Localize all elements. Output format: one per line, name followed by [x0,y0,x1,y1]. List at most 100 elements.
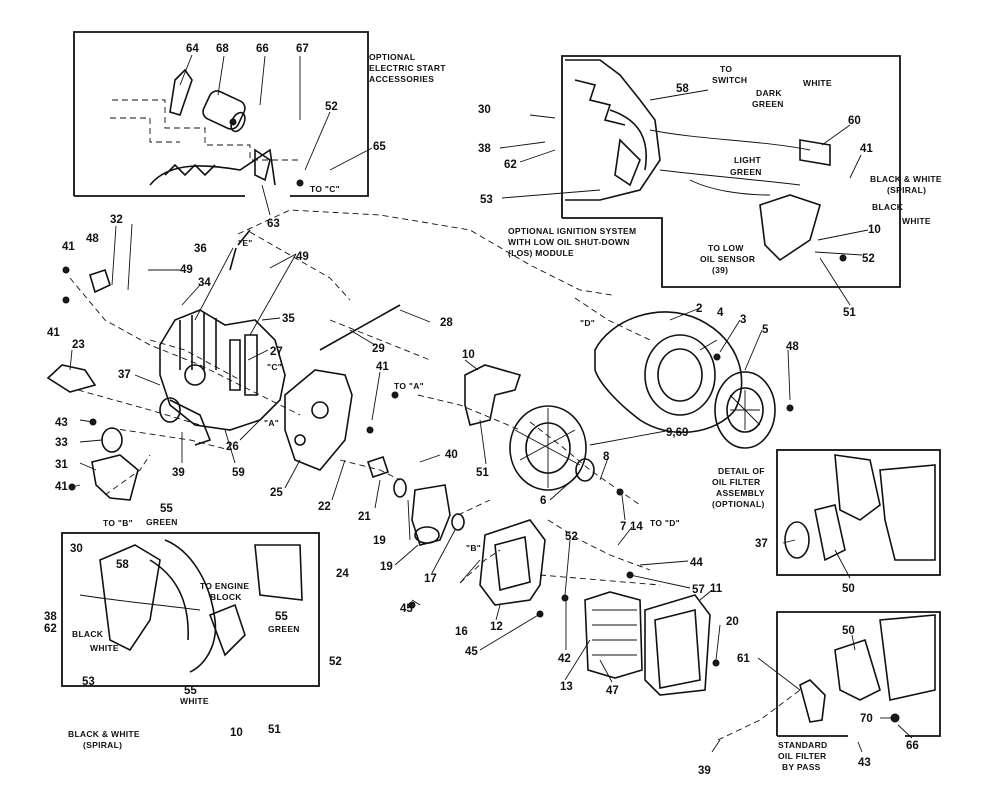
callout-31: 31 [55,459,68,471]
callout-19: 19 [373,535,386,547]
black-white-spiral-label: (SPIRAL) [83,740,122,750]
callout-6: 6 [540,495,546,507]
callout-26: 26 [226,441,239,453]
dark-green-label: GREEN [752,99,784,109]
callout-51: 51 [268,724,281,736]
callout-42: 42 [558,653,571,665]
crankcase-cover [284,369,353,471]
air-cleaner-cover [644,594,711,696]
marker-e-label: "E" [238,238,253,248]
wire-white-label: WHITE [803,78,832,88]
callout-10: 10 [868,224,881,236]
callout-3: 3 [740,314,746,326]
callout-17: 17 [424,573,437,585]
callout-48: 48 [786,341,799,353]
ignition-coil [464,364,522,426]
callout-20: 20 [726,616,739,628]
callout-30: 30 [478,104,491,116]
callout-16: 16 [455,626,468,638]
callout-23: 23 [72,339,85,351]
oil-filter-detail-title: (OPTIONAL) [712,499,765,509]
marker-d-label: "D" [580,318,595,328]
callout-53: 53 [480,194,493,206]
annotations: OPTIONAL ELECTRIC START ACCESSORIES TO "… [68,52,942,772]
air-cleaner-base [479,519,546,606]
black-wire-label: BLACK [72,629,104,639]
callout-52: 52 [862,253,875,265]
to-low-oil-sensor-label: (39) [712,265,728,275]
callout-48: 48 [86,233,99,245]
white-wire-label: WHITE [180,696,209,706]
callout-43: 43 [55,417,68,429]
callout-4: 4 [717,307,724,319]
callout-53: 53 [82,676,95,688]
callout-62: 62 [44,623,57,635]
callout-28: 28 [440,317,453,329]
callout-52: 52 [565,531,578,543]
standard-oil-filter-inset [776,611,941,737]
callout-58: 58 [116,559,129,571]
callout-55: 55 [275,611,288,623]
callout-67: 67 [296,43,309,55]
ignition-system-title: WITH LOW OIL SHUT-DOWN [508,237,630,247]
callout-41: 41 [47,327,60,339]
marker-b-label: "B" [466,543,481,553]
callout-41: 41 [376,361,389,373]
callout-50: 50 [842,625,855,637]
oil-filter-detail-title: ASSEMBLY [716,488,765,498]
wire-white-label: WHITE [902,216,931,226]
callout-22: 22 [318,501,331,513]
callout-44: 44 [690,557,703,569]
wiring-inset [61,532,320,687]
callout-61: 61 [737,653,750,665]
wiring-inset-drawing [79,539,303,673]
fasteners [62,118,847,667]
standard-oil-filter-title: STANDARD [778,740,827,750]
gaskets [366,455,465,531]
callout-65: 65 [373,141,386,153]
callout-21: 21 [358,511,371,523]
callout-58: 58 [676,83,689,95]
callout-14: 14 [630,521,643,533]
callout-52: 52 [325,101,338,113]
to-low-oil-sensor-label: OIL SENSOR [700,254,755,264]
callout-66: 66 [906,740,919,752]
part-callouts: 64 68 66 67 52 65 63 30 38 62 53 58 60 4… [44,43,919,777]
callout-40: 40 [445,449,458,461]
callout-68: 68 [216,43,229,55]
starter-bracket [169,68,271,182]
callout-49: 49 [180,264,193,276]
callout-45: 45 [465,646,478,658]
heat-shields [46,268,181,501]
callout-13: 13 [560,681,573,693]
flywheel [509,405,595,491]
callout-10: 10 [462,349,475,361]
callout-50: 50 [842,583,855,595]
starter-motor [149,90,276,186]
callout-59: 59 [232,467,245,479]
white-wire-label: WHITE [90,643,119,653]
black-white-spiral-label: BLACK & WHITE [68,729,140,739]
callout-41: 41 [62,241,75,253]
light-green-label: LIGHT [734,155,762,165]
callout-27: 27 [270,346,283,358]
electric-start-label: OPTIONAL [369,52,415,62]
callout-25: 25 [270,487,283,499]
to-c-label: TO "C" [310,184,340,194]
callout-39: 39 [698,765,711,777]
callout-45: 45 [400,603,413,615]
callout-35: 35 [282,313,295,325]
callout-41: 41 [55,481,68,493]
callout-41: 41 [860,143,873,155]
to-switch-label: SWITCH [712,75,747,85]
callout-47: 47 [606,685,619,697]
light-green-label: GREEN [730,167,762,177]
to-low-oil-sensor-label: TO LOW [708,243,744,253]
callout-5: 5 [762,324,769,336]
callout-34: 34 [198,277,211,289]
dark-green-label: DARK [756,88,782,98]
callout-55: 55 [160,503,173,515]
to-switch-label: TO [720,64,732,74]
callout-38: 38 [478,143,491,155]
